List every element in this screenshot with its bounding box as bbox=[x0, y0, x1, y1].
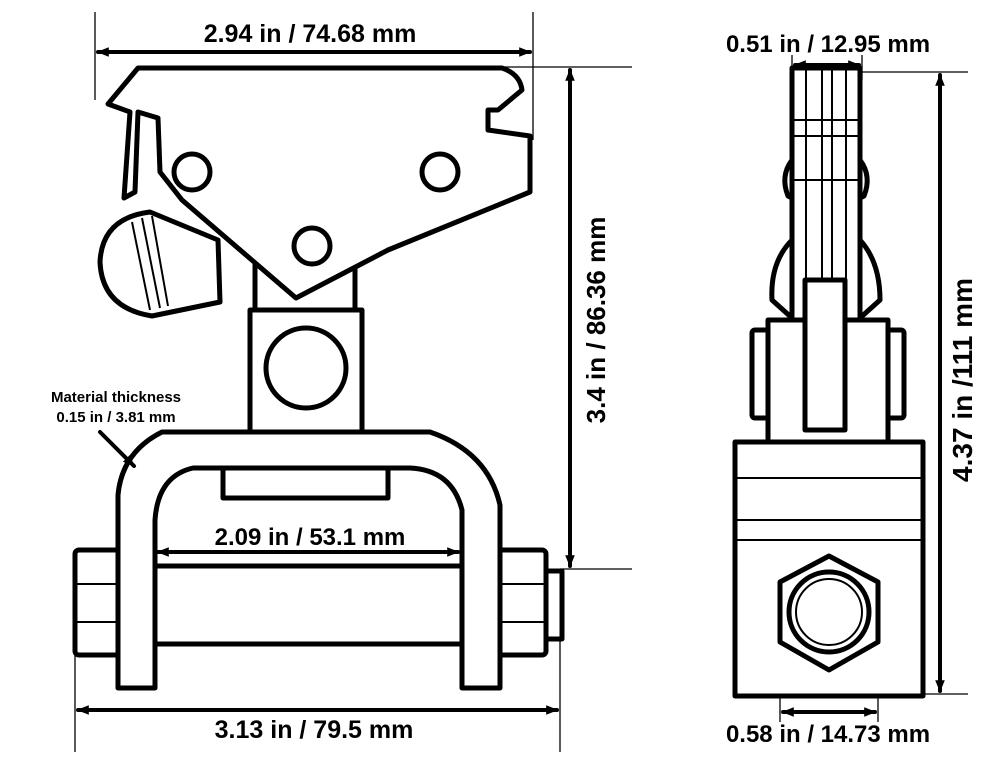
note-material-line1: Material thickness bbox=[51, 389, 181, 406]
cam-knob bbox=[97, 209, 223, 319]
trolley-plate bbox=[105, 65, 533, 301]
dim-height: 3.4 in / 86.36 mm bbox=[581, 217, 611, 424]
dim-top-width: 2.94 in / 74.68 mm bbox=[204, 20, 417, 48]
plate-hole-right bbox=[419, 151, 461, 193]
swivel-pin bbox=[263, 325, 349, 411]
dim-bolt-inner: 2.09 in / 53.1 mm bbox=[215, 524, 406, 551]
side-view bbox=[732, 65, 926, 699]
plate-hole-bottom bbox=[291, 225, 333, 267]
dim-bottom-width: 3.13 in / 79.5 mm bbox=[215, 716, 414, 744]
dim-side-top: 0.51 in / 12.95 mm bbox=[726, 31, 930, 58]
dimension-lines bbox=[74, 12, 968, 752]
dim-side-bottom: 0.58 in / 14.73 mm bbox=[726, 721, 930, 748]
plate-hole-left bbox=[171, 151, 213, 193]
u-bracket bbox=[115, 429, 503, 691]
note-material-line2: 0.15 in / 3.81 mm bbox=[56, 409, 175, 426]
front-view bbox=[72, 65, 565, 691]
bracket-tab bbox=[220, 465, 391, 501]
dim-side-height: 4.37 in /111 mm bbox=[947, 278, 978, 482]
